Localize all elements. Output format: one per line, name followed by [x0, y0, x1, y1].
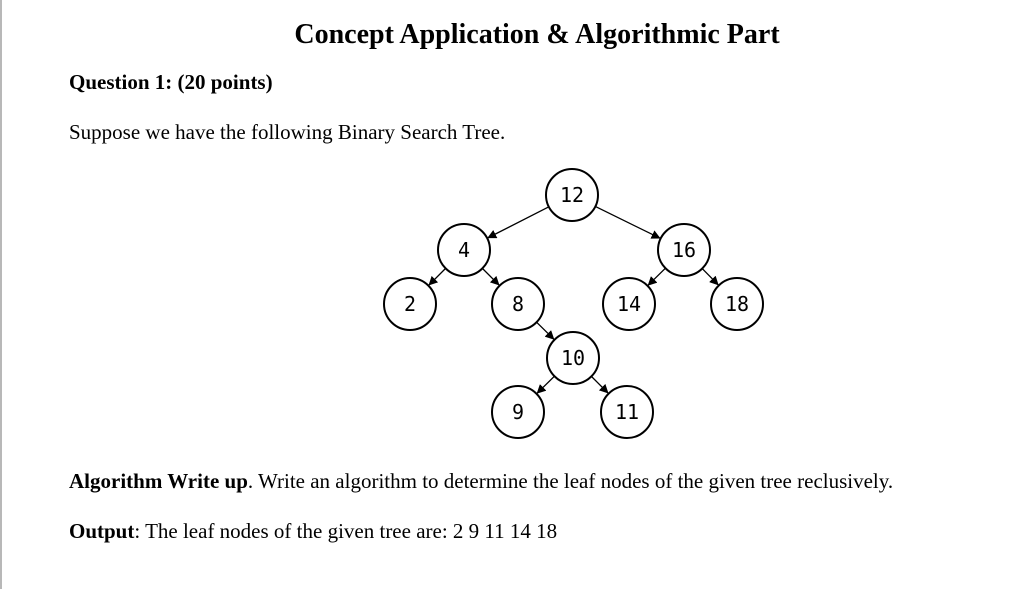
tree-node-circle [545, 168, 599, 222]
tree-node-16: 16 [657, 223, 711, 277]
tree-node-10: 10 [546, 331, 600, 385]
tree-node-circle [491, 385, 545, 439]
tree-node-label: 2 [404, 292, 416, 316]
algorithm-writeup: Algorithm Write up. Write an algorithm t… [69, 468, 893, 494]
tree-edge-12-4 [487, 206, 550, 239]
tree-node-label: 11 [615, 400, 639, 424]
output-line: Output: The leaf nodes of the given tree… [69, 518, 557, 544]
algorithm-text: . Write an algorithm to determine the le… [247, 469, 894, 493]
tree-node-circle [437, 223, 491, 277]
algorithm-label: Algorithm Write up [69, 469, 248, 493]
tree-node-circle [491, 277, 545, 331]
tree-edge-10-11 [590, 375, 609, 394]
tree-node-9: 9 [491, 385, 545, 439]
tree-edge-16-14 [647, 267, 666, 286]
tree-node-12: 12 [545, 168, 599, 222]
tree-node-8: 8 [491, 277, 545, 331]
tree-node-circle [710, 277, 764, 331]
tree-node-18: 18 [710, 277, 764, 331]
output-text: : The leaf nodes of the given tree are: … [134, 519, 558, 543]
tree-node-label: 8 [512, 292, 524, 316]
tree-node-circle [657, 223, 711, 277]
tree-node-circle [546, 331, 600, 385]
tree-node-label: 10 [561, 346, 585, 370]
question-prompt: Suppose we have the following Binary Sea… [69, 120, 506, 144]
question-heading: Question 1: (20 points) [69, 70, 273, 94]
tree-edge-4-2 [428, 267, 447, 286]
tree-node-label: 18 [725, 292, 749, 316]
tree-node-14: 14 [602, 277, 656, 331]
tree-node-circle [600, 385, 654, 439]
page-left-border [0, 0, 2, 589]
tree-node-label: 14 [617, 292, 641, 316]
tree-edge-10-9 [536, 375, 555, 394]
tree-edge-12-16 [595, 205, 661, 239]
tree-node-11: 11 [600, 385, 654, 439]
tree-edge-8-10 [536, 321, 555, 340]
output-label: Output [69, 519, 135, 543]
tree-node-4: 4 [437, 223, 491, 277]
tree-edge-4-8 [481, 267, 500, 286]
tree-node-circle [602, 277, 656, 331]
tree-node-2: 2 [383, 277, 437, 331]
tree-node-label: 16 [672, 238, 696, 262]
tree-edge-16-18 [701, 268, 719, 286]
page-title: Concept Application & Algorithmic Part [294, 19, 780, 50]
tree-node-label: 9 [512, 400, 524, 424]
tree-node-label: 12 [560, 183, 584, 207]
tree-node-circle [383, 277, 437, 331]
tree-node-label: 4 [458, 238, 470, 262]
